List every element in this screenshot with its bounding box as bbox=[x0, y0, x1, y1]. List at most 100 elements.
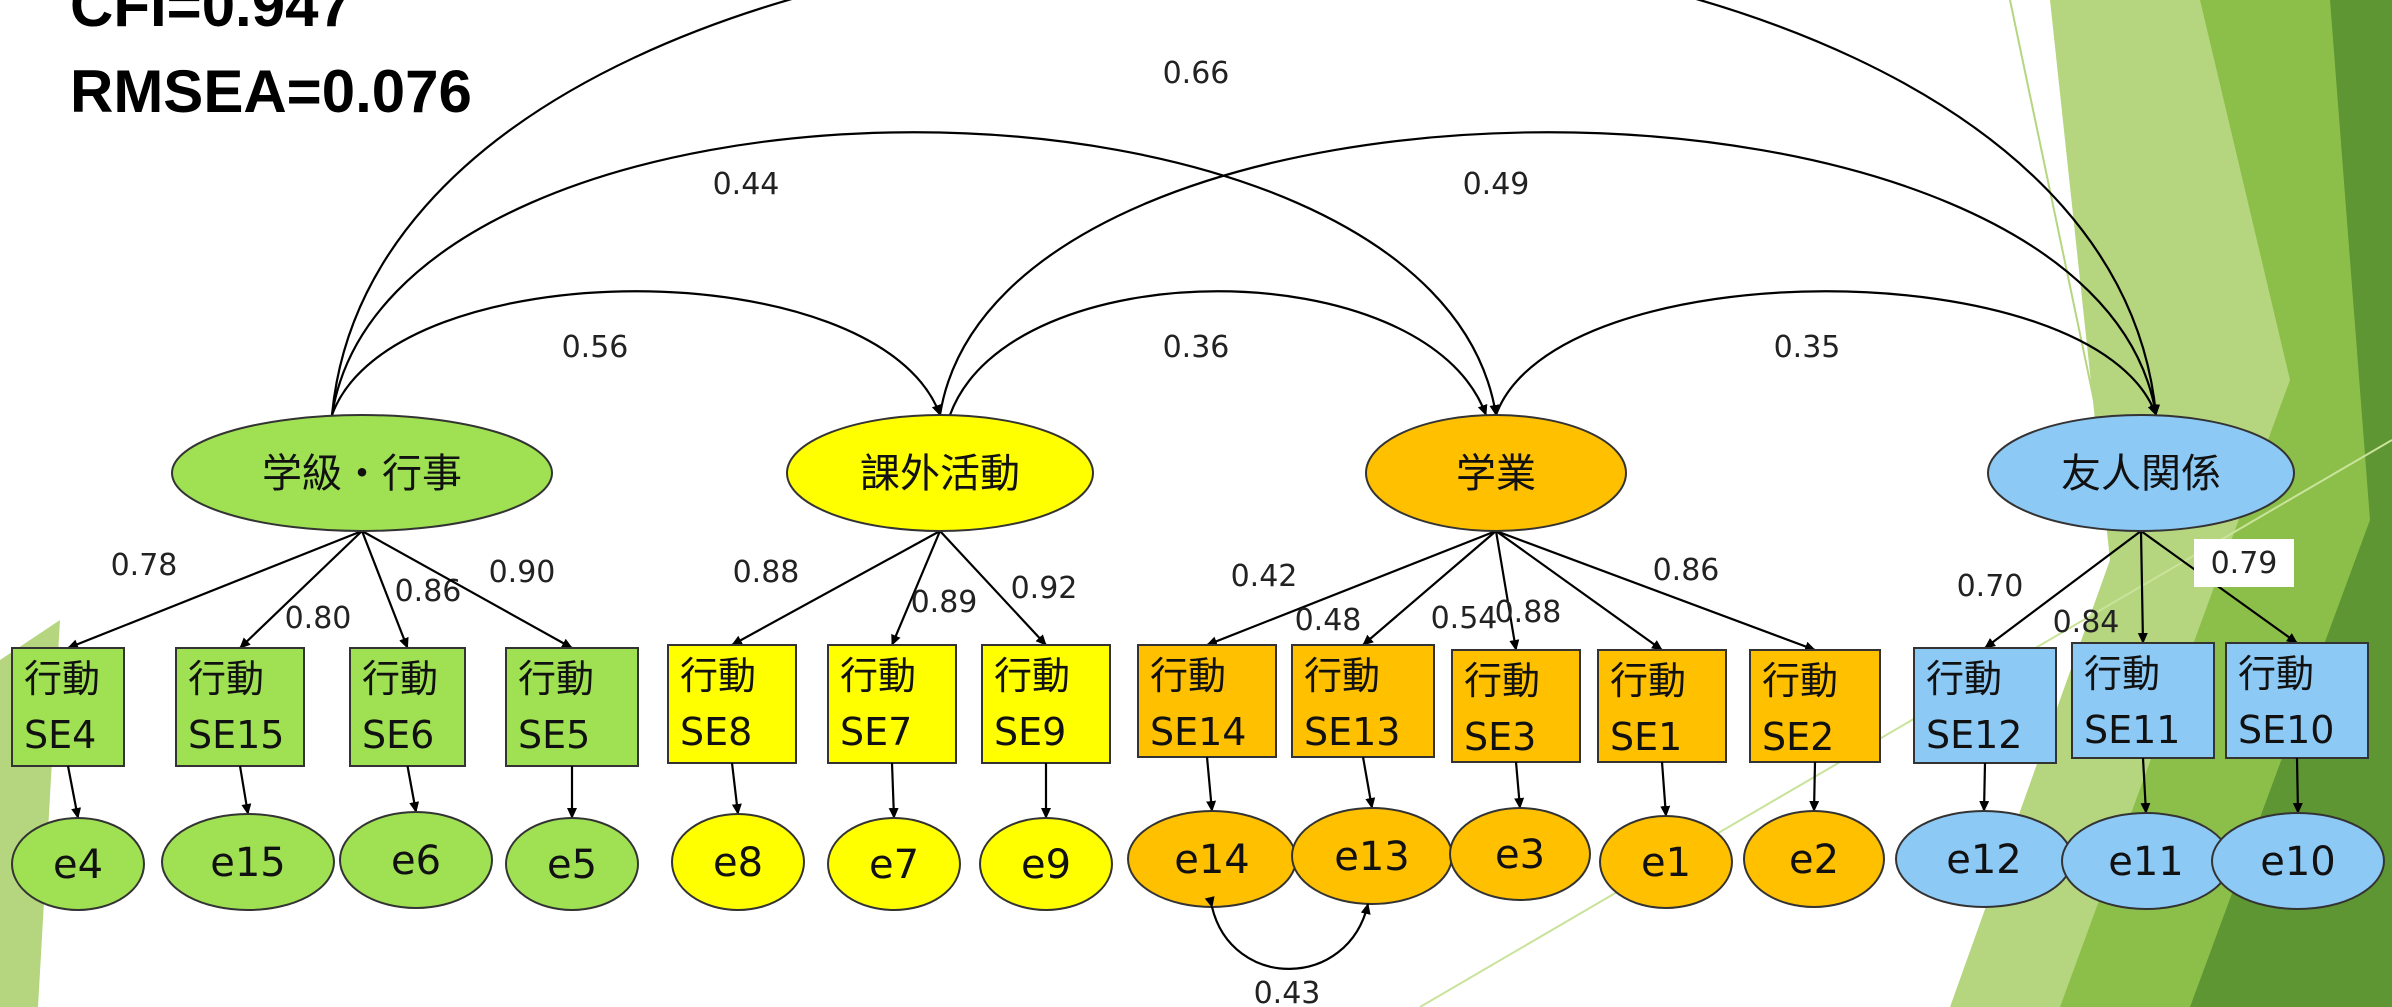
loading-value: 0.42 bbox=[1231, 559, 1298, 594]
item-label-line2: SE1 bbox=[1610, 715, 1682, 759]
factor-correlation-arc bbox=[941, 290, 1488, 427]
error-label: e10 bbox=[2260, 839, 2336, 885]
observed-item-box bbox=[505, 647, 639, 767]
error-arrow bbox=[888, 762, 899, 819]
error-ellipse bbox=[827, 817, 961, 911]
observed-item-box bbox=[827, 644, 957, 764]
loading-value: 0.48 bbox=[1295, 603, 1362, 638]
item-label-line1: 行動 bbox=[362, 657, 438, 701]
error-ellipse bbox=[11, 817, 145, 911]
loading-value: 0.84 bbox=[2053, 605, 2120, 640]
error-ellipse bbox=[339, 811, 493, 909]
observed-item-box bbox=[667, 644, 797, 764]
item-label-line1: 行動 bbox=[840, 654, 916, 698]
factor-correlation-value: 0.35 bbox=[1774, 330, 1841, 365]
loading-arrow bbox=[239, 530, 363, 649]
latent-factor-label: 友人関係 bbox=[2061, 451, 2221, 497]
item-label-line2: SE6 bbox=[362, 713, 434, 757]
loading-value: 0.88 bbox=[1495, 595, 1562, 630]
loading-arrow bbox=[1495, 529, 1816, 652]
rmsea-fit-index: RMSEA=0.076 bbox=[70, 58, 472, 125]
latent-factor-label: 学業 bbox=[1456, 451, 1536, 497]
item-label-line2: SE12 bbox=[1926, 713, 2022, 757]
error-covariance-arc bbox=[1204, 896, 1371, 970]
error-label: e6 bbox=[391, 838, 441, 884]
observed-item-box bbox=[1291, 644, 1435, 758]
loading-arrow bbox=[67, 529, 363, 650]
error-label: e5 bbox=[547, 842, 597, 888]
item-label-line1: 行動 bbox=[1304, 654, 1380, 698]
item-label-line1: 行動 bbox=[1610, 659, 1686, 703]
error-label: e9 bbox=[1021, 842, 1071, 888]
error-label: e14 bbox=[1174, 837, 1250, 883]
loading-value: 0.79 bbox=[2211, 546, 2278, 581]
item-label-line2: SE3 bbox=[1464, 715, 1536, 759]
observed-item-box bbox=[1749, 649, 1881, 763]
error-label: e7 bbox=[869, 842, 919, 888]
loading-arrow bbox=[1206, 529, 1497, 647]
item-label-line2: SE2 bbox=[1762, 715, 1834, 759]
loading-arrow bbox=[361, 530, 573, 649]
item-label-line2: SE14 bbox=[1150, 710, 1246, 754]
item-label-line1: 行動 bbox=[994, 654, 1070, 698]
error-ellipse bbox=[671, 813, 805, 911]
loading-value: 0.90 bbox=[489, 555, 556, 590]
observed-item-box bbox=[2071, 642, 2215, 759]
loading-arrow bbox=[731, 530, 941, 646]
item-label-line2: SE13 bbox=[1304, 710, 1400, 754]
item-label-line2: SE8 bbox=[680, 710, 752, 754]
item-label-line2: SE11 bbox=[2084, 708, 2180, 752]
latent-factor-label: 課外活動 bbox=[860, 451, 1020, 497]
error-arrow bbox=[1809, 761, 1820, 812]
item-label-line2: SE7 bbox=[840, 710, 912, 754]
error-ellipse bbox=[1743, 810, 1885, 908]
loading-arrow bbox=[1495, 530, 1663, 651]
observed-item-box bbox=[175, 647, 305, 767]
error-ellipse bbox=[1449, 807, 1591, 901]
error-label: e3 bbox=[1495, 832, 1545, 878]
item-label-line2: SE4 bbox=[24, 713, 96, 757]
observed-item-layer: 行動SE4行動SE15行動SE6行動SE5行動SE8行動SE7行動SE9行動SE… bbox=[11, 642, 2369, 767]
loading-value: 0.80 bbox=[285, 601, 352, 636]
item-label-line2: SE9 bbox=[994, 710, 1066, 754]
observed-item-box bbox=[1913, 647, 2057, 764]
item-label-line2: SE15 bbox=[188, 713, 284, 757]
loading-value: 0.70 bbox=[1957, 569, 2024, 604]
error-ellipse bbox=[979, 817, 1113, 911]
loading-value: 0.92 bbox=[1011, 571, 1078, 606]
error-arrow bbox=[1979, 762, 1990, 812]
item-label-line1: 行動 bbox=[24, 657, 100, 701]
loading-arrow bbox=[360, 530, 409, 649]
error-arrow bbox=[1205, 756, 1217, 812]
factor-correlation-value: 0.44 bbox=[713, 167, 780, 202]
error-ellipse bbox=[505, 817, 639, 911]
error-covariance-value: 0.43 bbox=[1254, 976, 1321, 1007]
cfi-fit-index: CFI=0.947 bbox=[70, 0, 352, 39]
item-label-line1: 行動 bbox=[518, 657, 594, 701]
error-arrow bbox=[1514, 761, 1525, 809]
latent-factor-label: 学級・行事 bbox=[262, 451, 462, 497]
error-arrow bbox=[2140, 757, 2151, 814]
latent-factor-ellipse bbox=[171, 414, 553, 532]
factor-correlation-value: 0.66 bbox=[1163, 56, 1230, 91]
loading-value: 0.78 bbox=[111, 548, 178, 583]
latent-factor-ellipse bbox=[786, 414, 1094, 532]
item-label-line1: 行動 bbox=[1926, 657, 2002, 701]
error-label: e1 bbox=[1641, 840, 1691, 886]
loading-arrow bbox=[890, 530, 942, 646]
item-label-line2: SE10 bbox=[2238, 708, 2334, 752]
observed-item-box bbox=[2225, 642, 2369, 759]
observed-item-box bbox=[981, 644, 1111, 764]
latent-factor-ellipse bbox=[1987, 414, 2295, 532]
error-label: e15 bbox=[210, 840, 286, 886]
error-arrow bbox=[2292, 757, 2303, 814]
loading-arrow bbox=[2137, 530, 2148, 644]
item-label-line1: 行動 bbox=[1150, 654, 1226, 698]
error-arrow bbox=[406, 765, 420, 813]
item-label-line1: 行動 bbox=[1762, 659, 1838, 703]
factor-correlation-arc bbox=[323, 290, 942, 427]
error-label: e4 bbox=[53, 842, 103, 888]
factor-correlation-value: 0.36 bbox=[1163, 330, 1230, 365]
error-label: e11 bbox=[2108, 839, 2184, 885]
error-label: e8 bbox=[713, 840, 763, 886]
